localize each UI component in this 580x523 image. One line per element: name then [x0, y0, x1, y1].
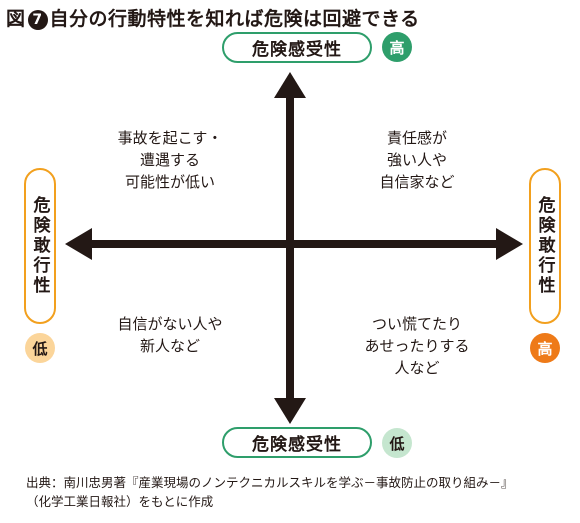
source-line-2: （化学工業日報社）をもとに作成 [26, 494, 214, 509]
arrow-head-down [274, 398, 306, 424]
quadrant-top-right-text: 責任感が 強い人や 自信家など [379, 129, 455, 191]
arrow-head-left [65, 228, 92, 260]
left-axis-label: 危険敢行性 [24, 168, 56, 324]
source-line-1: 出典：南川忠男著『産業現場のノンテクニカルスキルを学ぶ－事故防止の取り組み－』 [26, 475, 514, 490]
top-axis-label: 危険感受性 [222, 32, 372, 63]
arrow-head-right [496, 228, 523, 260]
left-axis-badge-low: 低 [25, 333, 55, 363]
top-axis-badge-high: 高 [382, 32, 412, 62]
source-citation: 出典：南川忠男著『産業現場のノンテクニカルスキルを学ぶ－事故防止の取り組み－』 … [26, 473, 514, 511]
quadrant-bottom-right-text: つい慌てたり あせったりする 人など [364, 315, 470, 377]
figure-number-badge: 7 [27, 10, 48, 30]
right-axis-label: 危険敢行性 [529, 168, 561, 324]
quadrant-top-left-text: 事故を起こす・ 遭遇する 可能性が低い [117, 129, 223, 191]
bottom-axis-label: 危険感受性 [222, 427, 372, 458]
right-axis-badge-high: 高 [530, 333, 560, 363]
quadrant-bottom-left-text: 自信がない人や 新人など [117, 315, 223, 355]
figure-title-prefix: 図 [6, 8, 26, 30]
figure-title-text: 自分の行動特性を知れば危険は回避できる [49, 8, 420, 30]
bottom-axis-badge-low: 低 [382, 428, 412, 458]
arrow-head-up [274, 72, 306, 98]
